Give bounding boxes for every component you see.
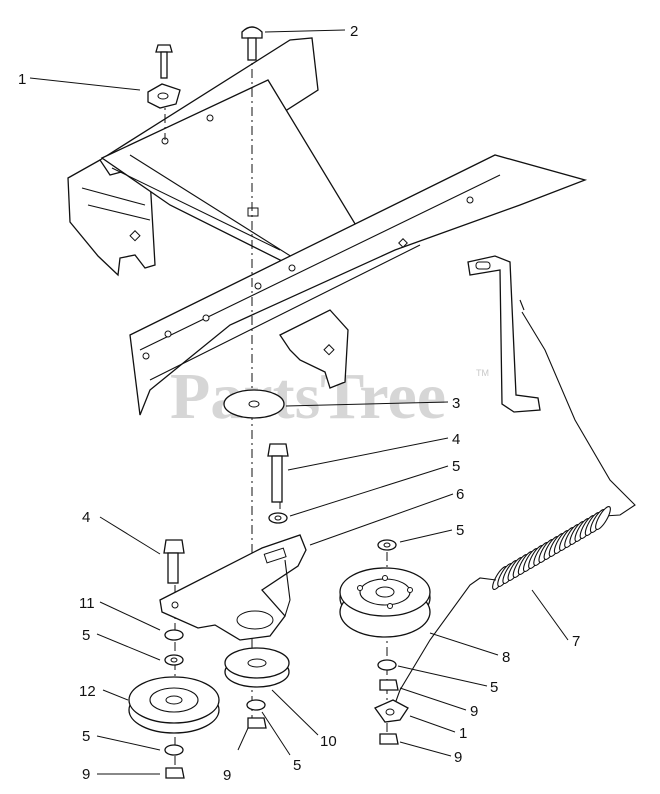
extension-spring (391, 311, 636, 713)
callout-1-bracket-bottom: 1 (459, 725, 467, 742)
spring-coil (595, 506, 611, 530)
callout-5-washer-c: 5 (82, 627, 90, 644)
washers-nuts (164, 512, 409, 779)
callout-5-washer-a: 5 (452, 458, 460, 475)
bolts-4 (163, 443, 289, 584)
callout-5-washer-f: 5 (490, 679, 498, 696)
idler-arm (159, 534, 307, 641)
spring-coils (492, 506, 611, 590)
callout-9-nut-c: 9 (470, 703, 478, 720)
callout-4-bolt-left: 4 (82, 509, 90, 526)
callout-1-bracket-top: 1 (18, 71, 26, 88)
callout-9-nut-a: 9 (82, 766, 90, 783)
watermark: PartsTree TM (170, 360, 489, 433)
leader-lines (29, 29, 569, 775)
callout-5-washer-e: 5 (293, 757, 301, 774)
callout-3-washer: 3 (452, 395, 460, 412)
callout-11-spacer: 11 (79, 595, 95, 612)
watermark-text: PartsTree (170, 360, 446, 433)
watermark-tm: TM (476, 368, 489, 378)
callout-2-carriage-bolt: 2 (350, 23, 358, 40)
callout-labels: 1 2 3 4 5 6 5 4 11 5 12 5 9 9 5 10 8 5 9… (18, 23, 580, 784)
callout-7-spring: 7 (572, 633, 580, 650)
tension-bracket (467, 255, 541, 413)
callout-12-pulley: 12 (79, 683, 96, 700)
frame-assembly (67, 37, 588, 416)
callout-5-washer-b: 5 (456, 522, 464, 539)
callout-8-pulley: 8 (502, 649, 510, 666)
callout-9-nut-d: 9 (454, 749, 462, 766)
callout-10-pulley: 10 (320, 733, 337, 750)
hardware-upper (147, 26, 285, 419)
callout-5-washer-d: 5 (82, 728, 90, 745)
callout-9-nut-b: 9 (223, 767, 231, 784)
callout-6-idler-arm: 6 (456, 486, 464, 503)
callout-4-bolt-right: 4 (452, 431, 460, 448)
pulleys (128, 567, 431, 734)
